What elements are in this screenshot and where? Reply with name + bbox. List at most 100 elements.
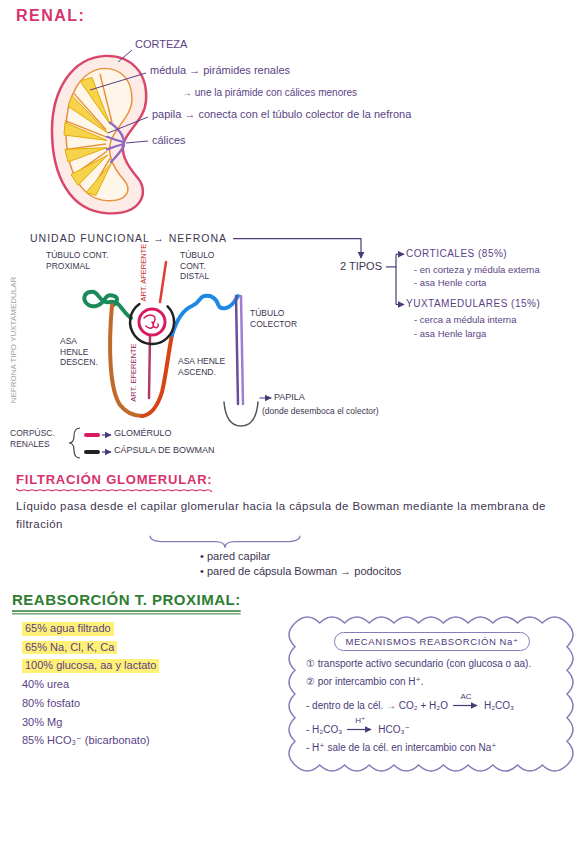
- section-heading: REABSORCIÓN T. PROXIMAL:: [12, 591, 241, 610]
- text-row: - H⁺ sale de la cél. en intercambio con …: [306, 741, 558, 754]
- legend-swatch: [84, 433, 100, 437]
- list-item: 100% glucosa, aa y lactato: [22, 659, 159, 673]
- glomerulus: [139, 309, 165, 335]
- kidney: [52, 56, 146, 214]
- legend-arrow: [102, 434, 111, 435]
- reaction-arrow: AC: [452, 693, 480, 709]
- ascending-limb: [142, 335, 172, 416]
- pyramid: [86, 162, 112, 195]
- part-label: médula → pirámides renales: [150, 64, 290, 78]
- arrow-label: H⁺: [355, 717, 365, 726]
- legend-text: CÁPSULA DE BOWMAN: [114, 445, 215, 456]
- flow-arrow: [396, 304, 404, 305]
- list-item: • pared de cápsula Bowman → podocitos: [200, 565, 401, 579]
- body-text: Líquido pasa desde el capilar glomerular…: [16, 498, 568, 534]
- list-item: 80% fosfato: [22, 697, 80, 711]
- calyces: [107, 122, 124, 162]
- bracket-line: [386, 266, 396, 267]
- bowman-capsule: [130, 304, 174, 344]
- proximal-tubule: [84, 292, 131, 318]
- note-text: 2 TIPOS: [340, 260, 382, 274]
- leader-line: [126, 141, 148, 143]
- underline: [12, 610, 241, 612]
- part-label: TÚBULO CONT. DISTAL: [180, 250, 234, 282]
- list-item: 65% agua filtrado: [22, 622, 114, 636]
- arrow-symbol: [346, 726, 374, 733]
- list-item: - cerca a médula interna: [414, 314, 516, 326]
- underline: [12, 613, 241, 614]
- pyramid: [64, 122, 107, 140]
- list-item: - en corteza y médula externa: [414, 264, 574, 276]
- text-row: ② por intercambio con H⁺.: [306, 675, 558, 688]
- nephron: [84, 262, 271, 426]
- calyx: [107, 137, 124, 142]
- list-item: 85% HCO₃⁻ (bicarbonato): [22, 734, 150, 748]
- calyx: [111, 146, 124, 162]
- kidney-cortex: [52, 56, 146, 214]
- efferent-arteriole: [149, 336, 150, 398]
- type-heading: YUXTAMEDULARES (15%): [406, 298, 540, 311]
- part-label: ASA HENLE ASCEND.: [178, 356, 228, 377]
- arrow-symbol: [452, 702, 480, 709]
- collecting-duct: [241, 296, 243, 404]
- part-label: CORPÚSC. RENALES: [10, 428, 62, 449]
- glomerulus-knot: [144, 315, 158, 328]
- node-text: HCO₃⁻: [378, 723, 410, 736]
- node-text: H₂CO₃: [484, 699, 514, 712]
- afferent-arteriole: [160, 262, 166, 302]
- part-label: TÚBULO CONT. PROXIMAL: [46, 250, 116, 271]
- part-label: papila → conecta con el túbulo colector …: [152, 108, 411, 122]
- list-item: 30% Mg: [22, 716, 62, 730]
- list-item: • pared capilar: [200, 550, 271, 564]
- decorations: [12, 239, 404, 614]
- node-text: - H₂CO₃: [306, 723, 342, 736]
- text-row: - H₂CO₃ H⁺ HCO₃⁻: [306, 717, 558, 736]
- part-label: PAPILA: [274, 392, 305, 403]
- part-label: cálices: [152, 134, 186, 148]
- type-heading: CORTICALES (85%): [406, 248, 507, 261]
- bracket: [69, 428, 80, 458]
- text-row: ① transporte activo secundario (con gluc…: [306, 657, 558, 670]
- descending-limb: [110, 305, 142, 416]
- part-label: ART. EFERENTE: [129, 343, 138, 401]
- part-label: CORTEZA: [135, 38, 187, 52]
- wavy-underline: [16, 489, 212, 492]
- section-heading: FILTRACIÓN GLOMERULAR:: [16, 472, 212, 488]
- part-label: ASA HENLE DESCEN.: [60, 336, 102, 368]
- node-text: ① transporte activo secundario (con gluc…: [306, 657, 531, 670]
- papilla-cup: [224, 402, 258, 426]
- reaction-arrow: H⁺: [346, 717, 374, 733]
- heading-box: MECANISMOS REABSORCIÓN Na⁺: [334, 632, 529, 651]
- renal-pyramids: [64, 77, 112, 195]
- list-item: - asa Henle larga: [414, 328, 486, 340]
- list-item: - asa Henle corta: [414, 277, 486, 289]
- leader-line: [90, 73, 146, 90]
- distal-tubule: [172, 296, 238, 335]
- list-item: 40% urea: [22, 678, 69, 692]
- leader-line: [118, 50, 132, 62]
- arrow-line: [347, 728, 371, 729]
- brace: [150, 536, 300, 548]
- node-text: MECANISMOS REABSORCIÓN Na⁺: [345, 636, 518, 647]
- arrow-line: [453, 705, 477, 706]
- page-title: RENAL:: [16, 6, 85, 26]
- note-text: (donde desemboca el colector): [262, 406, 379, 417]
- node-text: - dentro de la cél. → CO₂ + H₂O: [306, 699, 448, 712]
- note-text: → une la pirámide con cálices menores: [182, 87, 357, 100]
- node-text: ② por intercambio con H⁺.: [306, 675, 424, 688]
- arrow-label: AC: [460, 693, 471, 702]
- cloud-line: [289, 617, 573, 771]
- flow-arrow: [396, 254, 404, 255]
- list-item: 65% Na, Cl, K, Ca: [22, 641, 117, 655]
- text-row: - dentro de la cél. → CO₂ + H₂O AC H₂CO₃: [306, 693, 558, 712]
- vertical-note: NEFRONA TIPO YUXTAMEDULAR: [9, 277, 19, 404]
- legend-arrow: [102, 451, 111, 452]
- bracket-line: [395, 254, 396, 304]
- part-label: TÚBULO COLECTOR: [250, 308, 310, 329]
- legend-swatch: [84, 450, 100, 454]
- flow-arrow: [233, 239, 361, 258]
- section-heading: UNIDAD FUNCIONAL → NEFRONA: [30, 232, 227, 245]
- collecting-duct: [236, 296, 238, 404]
- leader-line: [108, 117, 148, 133]
